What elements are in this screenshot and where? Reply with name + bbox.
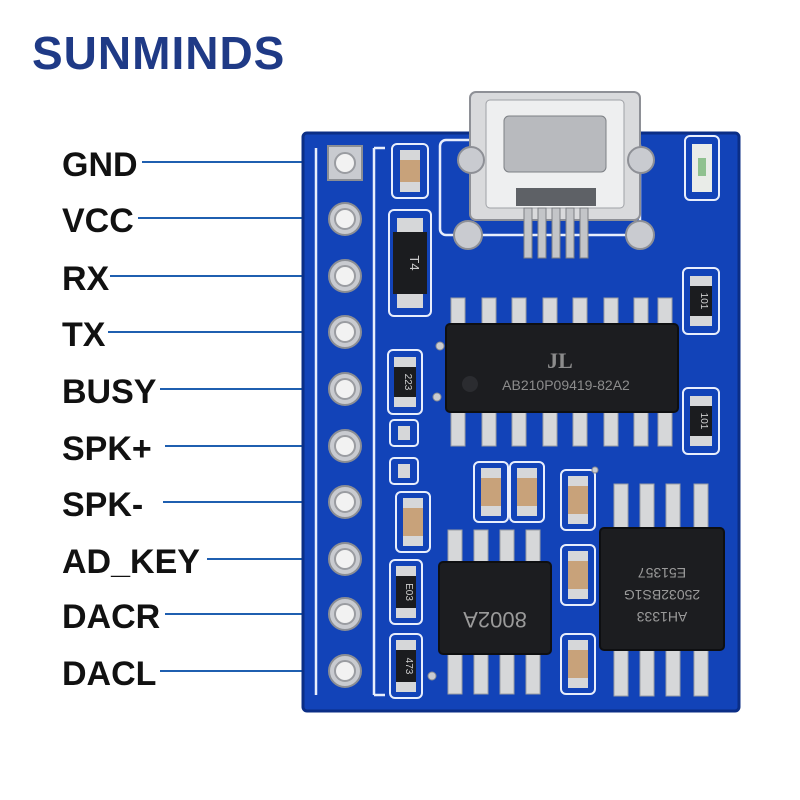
- pin-label-rx: RX: [62, 260, 110, 298]
- micro-usb-connector: [453, 91, 655, 259]
- amplifier-chip: 8002A: [438, 529, 552, 695]
- main-decoder-chip: JL AB210P09419-82A2: [445, 297, 679, 447]
- pin-label-dacl: DACL: [62, 655, 157, 693]
- resistor-e03: E03: [389, 559, 423, 625]
- pin-label-spk-plus: SPK+: [62, 430, 152, 468]
- regulator-marking-line2: 25032BS1G: [624, 587, 700, 603]
- top-left-capacitor: [391, 143, 429, 199]
- solder-pads-left: [389, 419, 419, 485]
- top-right-led: [684, 135, 720, 201]
- capacitor-left-mid: [395, 491, 431, 553]
- pin-label-busy: BUSY: [62, 373, 157, 411]
- pin-label-spk-minus: SPK-: [62, 486, 144, 524]
- amplifier-chip-marking: 8002A: [463, 607, 527, 632]
- pcb-vias: [427, 341, 599, 681]
- pin-label-tx: TX: [62, 316, 106, 354]
- resistor-223: 223: [387, 349, 423, 415]
- regulator-chip: AH1333 25032BS1G E51357: [599, 483, 725, 697]
- diode-marking: T4: [407, 255, 422, 270]
- header-pin-pads: [327, 145, 363, 688]
- main-chip-logo: JL: [547, 348, 573, 373]
- regulator-marking-line3: E51357: [638, 565, 686, 581]
- main-chip-marking: AB210P09419-82A2: [502, 377, 630, 393]
- resistor-marking: 473: [403, 658, 414, 675]
- resistor-101-bottom: 101: [682, 387, 720, 455]
- capacitor-cluster: [473, 461, 596, 695]
- resistor-marking: E03: [403, 583, 414, 601]
- resistor-marking: 101: [698, 413, 709, 430]
- regulator-marking-line1: AH1333: [636, 609, 687, 625]
- resistor-marking: 223: [402, 374, 413, 391]
- pin-label-vcc: VCC: [62, 202, 134, 240]
- resistor-473: 473: [389, 633, 423, 699]
- pin-label-ad-key: AD_KEY: [62, 543, 200, 581]
- pin-label-dacr: DACR: [62, 598, 161, 636]
- diode-t4: T4: [388, 209, 432, 317]
- resistor-marking: 101: [698, 293, 709, 310]
- pin-label-gnd: GND: [62, 146, 138, 184]
- brand-logo: SUNMINDS: [32, 27, 286, 79]
- resistor-101-top: 101: [682, 267, 720, 335]
